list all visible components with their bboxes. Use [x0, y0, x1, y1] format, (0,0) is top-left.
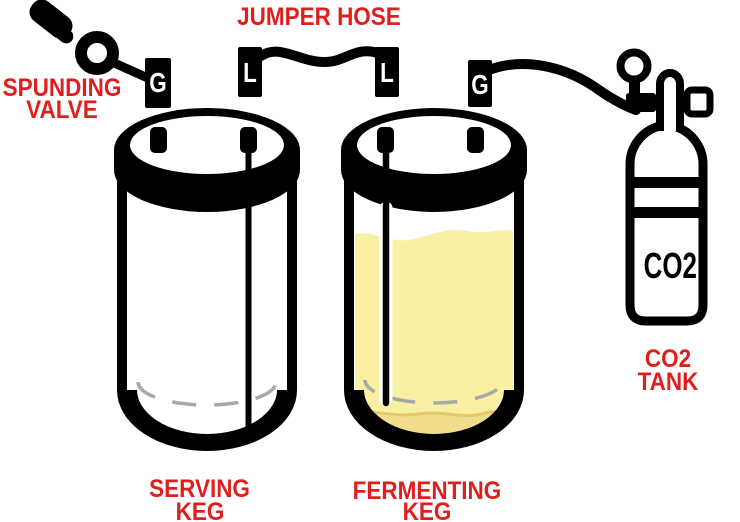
regulator-body [626, 93, 656, 112]
diagram-labels: JUMPER HOSE SPUNDING VALVE SERVING KEG F… [3, 3, 699, 522]
label-spunding-valve-line2: VALVE [26, 96, 98, 124]
liquid-disconnect-letter: L [243, 58, 257, 89]
label-co2-tank-line2: TANK [638, 368, 699, 396]
serving-keg-bottom-dashed-edge [136, 381, 278, 407]
fermenting-keg-gas-post [467, 127, 484, 153]
serving-keg-bottom-skirt [123, 389, 291, 448]
label-serving-keg-line1: SERVING [149, 475, 250, 503]
label-spunding-valve-line1: SPUNDING [3, 74, 122, 102]
jumper-hose-tube [256, 46, 383, 67]
regulator-knob-stem [676, 96, 688, 107]
label-fermenting-keg-line1: FERMENTING [353, 477, 502, 505]
gas-disconnect-letter: G [471, 70, 488, 101]
gas-disconnect-block [145, 58, 171, 108]
serving-keg-liquid-post [240, 127, 257, 153]
liquid-disconnect-letter: L [380, 58, 394, 89]
connector-serving-gas: G [145, 58, 171, 108]
label-serving-keg-line2: KEG [176, 498, 225, 522]
fermenting-keg [341, 108, 527, 451]
regulator-gauge-stem [629, 80, 640, 98]
liquid-disconnect-block [375, 47, 399, 97]
co2-gas-hose [484, 59, 641, 115]
fermenting-keg-liquid-post [377, 127, 394, 153]
co2-tank-cylinder-text: CO2 [644, 246, 697, 286]
gas-disconnect-letter: G [149, 68, 166, 99]
co2-tank-band-bottom [631, 207, 702, 218]
label-co2-tank-line1: CO2 [645, 345, 691, 373]
co2-tank-cylinder [625, 121, 708, 326]
label-jumper-hose: JUMPER HOSE [237, 3, 401, 31]
spunding-valve-ring-icon [75, 31, 119, 75]
co2-gas-hose-tube [484, 59, 641, 115]
connector-fermenting-gas: G [468, 60, 492, 107]
connector-fermenting-liquid: L [375, 47, 399, 97]
co2-tank-valve-neck [656, 69, 684, 131]
co2-tank: CO2 [616, 48, 714, 326]
serving-keg [114, 108, 300, 451]
gas-disconnect-block [468, 60, 492, 107]
spunding-valve-ferrule [46, 19, 74, 44]
spunding-valve [29, 0, 152, 84]
jumper-hose [256, 46, 383, 67]
label-fermenting-keg-line2: KEG [403, 498, 452, 522]
fermenting-keg-bottom-skirt [350, 389, 518, 448]
spunding-valve-stem [110, 57, 152, 84]
pressure-gauge-icon [616, 48, 652, 84]
co2-tank-band-top [631, 177, 702, 188]
fermenting-keg-bottom-dashed-edge [363, 379, 505, 405]
connector-serving-liquid: L [238, 47, 262, 97]
serving-keg-gas-post [150, 127, 167, 153]
liquid-disconnect-block [238, 47, 262, 97]
regulator-knob-icon [683, 86, 714, 118]
